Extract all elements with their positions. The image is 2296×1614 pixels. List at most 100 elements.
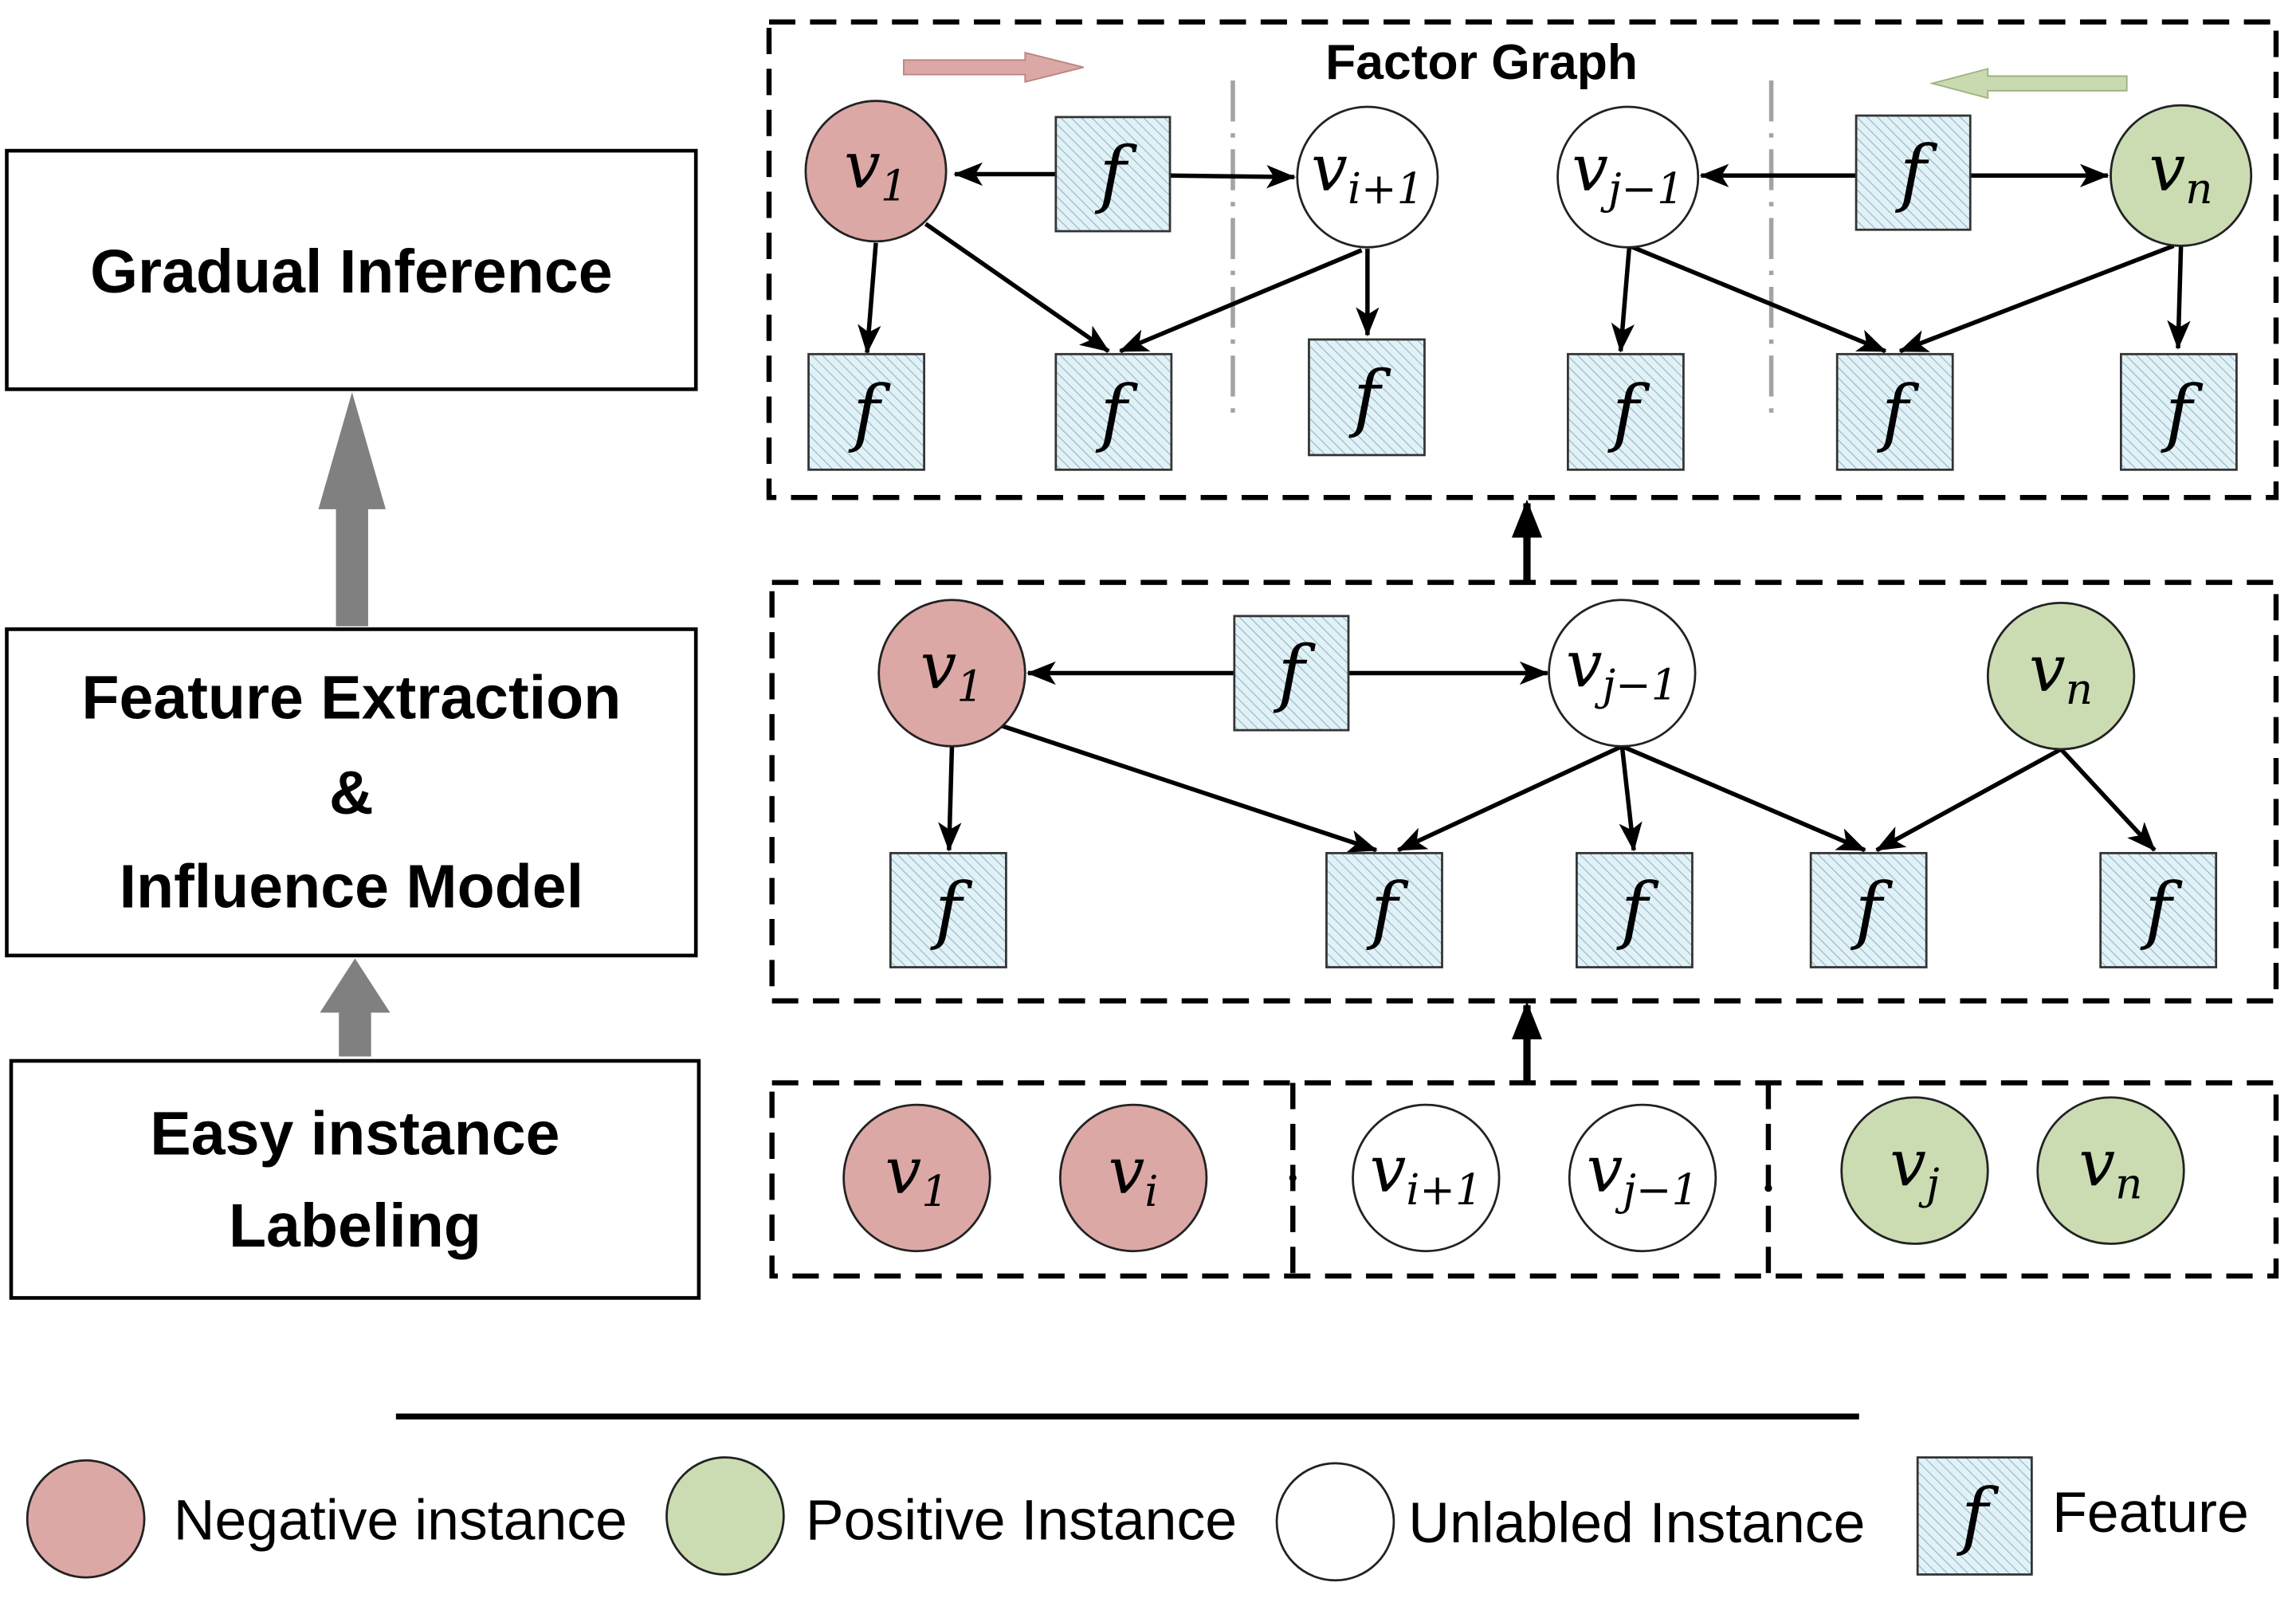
- node-subscript: i: [1144, 1167, 1158, 1216]
- edge-arrow: [1898, 243, 2175, 354]
- feature-swatch: [1916, 1456, 2033, 1576]
- node-label: vj−1: [1587, 1132, 1699, 1215]
- feature-square: [1308, 338, 1426, 457]
- node-v1: v1: [804, 100, 948, 243]
- feature-square: [2119, 352, 2238, 471]
- pipeline-step-easy-instance-labeling: Easy instance Labeling: [9, 1058, 701, 1300]
- node-label: vj−1: [1566, 627, 1678, 710]
- edge-arrow: [1170, 165, 1296, 189]
- edge-arrow: [2167, 245, 2191, 350]
- green-direction-arrow: [1929, 68, 2128, 100]
- node-label: vj−1: [1572, 132, 1684, 214]
- node-subscript: n: [2066, 665, 2093, 714]
- step-label-line-1: Easy instance: [150, 1100, 559, 1168]
- feature-square: [1325, 851, 1443, 968]
- node-vn: vn: [1986, 602, 2136, 751]
- positive-instance-circle: [2036, 1096, 2185, 1245]
- node-subscript: j−1: [1595, 661, 1678, 710]
- variable-symbol: v: [2079, 1126, 2116, 1201]
- variable-symbol: v: [2029, 632, 2066, 707]
- node-label: vi: [1109, 1133, 1159, 1216]
- node-v-i-plus-1: vi+1: [1352, 1103, 1501, 1253]
- pipeline-step-gradual-inference: Gradual Inference: [5, 148, 698, 391]
- step-label-line-2: &: [329, 759, 374, 827]
- variable-symbol: v: [1109, 1133, 1145, 1208]
- feature-square: [2099, 851, 2218, 968]
- feature-square: [889, 851, 1007, 968]
- unlabeled-instance-circle: [1556, 105, 1700, 249]
- feature-square: [1233, 615, 1350, 732]
- unlabeled-instance-circle: [1568, 1103, 1717, 1253]
- legend-label: Negative instance: [174, 1488, 627, 1552]
- step-label: Gradual Inference: [90, 238, 613, 306]
- legend-item-positive: Positive Instance: [665, 1456, 1237, 1576]
- positive-instance-swatch: [665, 1456, 785, 1576]
- feature-node: f: [1835, 352, 1954, 471]
- positive-instance-circle: [1840, 1096, 1989, 1245]
- node-vn: vn: [2110, 104, 2253, 247]
- negative-instance-circle: [842, 1103, 991, 1253]
- node-label: vn: [2079, 1126, 2143, 1209]
- feature-extraction-panel: v1 vj−1 vn f f f f f: [769, 579, 2279, 1003]
- feature-square: [1835, 352, 1954, 471]
- negative-instance-circle: [877, 599, 1026, 748]
- step-box: [9, 1058, 701, 1300]
- variable-symbol: v: [844, 128, 881, 203]
- node-subscript: 1: [921, 1167, 948, 1216]
- node-vi: vi: [1058, 1103, 1208, 1253]
- negative-instance-swatch: [26, 1459, 146, 1579]
- feature-node: f: [1233, 615, 1350, 732]
- feature-node: f: [1054, 116, 1172, 233]
- factor-graph-panel: Factor Graph v1 vi+1 vj−1: [766, 19, 2279, 501]
- divider-dot: [1764, 1184, 1772, 1192]
- feature-square: [1576, 851, 1694, 968]
- pipeline-up-arrow-large: [318, 392, 386, 626]
- panel-border: [769, 579, 2279, 1003]
- node-v-j-minus-1: vj−1: [1548, 599, 1697, 748]
- variable-symbol: v: [1572, 132, 1608, 206]
- step-label-line-2: Labeling: [229, 1192, 481, 1260]
- variable-symbol: v: [2149, 132, 2186, 206]
- panel-border: [766, 19, 2279, 501]
- positive-instance-circle: [2110, 104, 2253, 247]
- panel-border: [769, 1080, 2279, 1279]
- node-label: v1: [885, 1133, 949, 1216]
- edge-arrow: [938, 746, 962, 852]
- variable-symbol: v: [1370, 1132, 1407, 1207]
- node-subscript: n: [2185, 164, 2212, 214]
- step-label-line-1: Feature Extraction: [81, 663, 621, 732]
- feature-node: f: [1308, 338, 1426, 457]
- feature-node: f: [2099, 851, 2218, 968]
- feature-node: f: [1809, 851, 1928, 968]
- legend: Negative instance Positive Instance Unla…: [26, 1456, 2249, 1582]
- feature-square: [807, 352, 925, 471]
- feature-node: f: [807, 352, 925, 471]
- feature-square: [1854, 114, 1972, 231]
- node-label: vi+1: [1311, 132, 1423, 214]
- node-subscript: j−1: [1600, 164, 1684, 214]
- node-label: vn: [2149, 132, 2213, 214]
- step-box: [5, 627, 698, 958]
- node-subscript: i+1: [1348, 164, 1424, 214]
- node-vn: vn: [2036, 1096, 2185, 1245]
- feature-node: f: [1054, 352, 1173, 471]
- negative-instance-circle: [1058, 1103, 1208, 1253]
- variable-symbol: v: [1890, 1126, 1926, 1201]
- edge-arrow: [1396, 744, 1623, 853]
- node-subscript: i+1: [1406, 1165, 1482, 1215]
- feature-node: f: [1567, 352, 1685, 471]
- node-subscript: 1: [881, 162, 908, 211]
- step-label-line-3: Influence Model: [120, 852, 584, 921]
- node-subscript: 1: [956, 662, 983, 711]
- legend-label: Unlabled Instance: [1408, 1491, 1865, 1555]
- panel-title: Factor Graph: [1325, 34, 1638, 90]
- unlabeled-instance-circle: [1296, 105, 1439, 249]
- negative-instance-circle: [804, 100, 948, 243]
- unlabeled-instance-circle: [1548, 599, 1697, 748]
- feature-square: [1567, 352, 1685, 471]
- feature-node: f: [2119, 352, 2238, 471]
- node-label: vj: [1890, 1126, 1939, 1209]
- edge-arrow: [1611, 245, 1635, 353]
- edge-arrow: [2059, 748, 2157, 852]
- node-label: vn: [2029, 632, 2093, 715]
